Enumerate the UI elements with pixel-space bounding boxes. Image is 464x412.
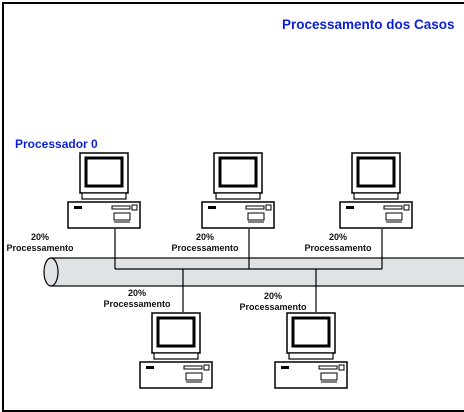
processing-label: 20% Processamento xyxy=(283,232,393,254)
processing-percent: 20% xyxy=(195,232,214,242)
network-bus xyxy=(43,229,464,312)
processing-text: Processamento xyxy=(304,243,372,253)
processing-text: Processamento xyxy=(239,302,307,312)
computer-icon xyxy=(338,152,414,232)
bus-wires xyxy=(114,229,383,312)
processing-label: 20% Processamento xyxy=(218,291,328,313)
processing-text: Processamento xyxy=(171,243,239,253)
bus-pipe-end xyxy=(43,257,59,287)
processing-text: Processamento xyxy=(6,243,74,253)
processor-0-label: Processador 0 xyxy=(15,137,98,151)
diagram-title: Processamento dos Casos xyxy=(282,17,455,32)
processing-percent: 20% xyxy=(328,232,347,242)
bus-pipe xyxy=(50,257,464,287)
computer-icon xyxy=(200,152,276,232)
processing-percent: 20% xyxy=(263,291,282,301)
computer-icon xyxy=(273,312,349,392)
processing-percent: 20% xyxy=(127,288,146,298)
computer-icon xyxy=(66,152,142,232)
processing-label: 20% Processamento xyxy=(0,232,95,254)
computer-icon xyxy=(138,312,214,392)
processing-text: Processamento xyxy=(103,299,171,309)
processing-label: 20% Processamento xyxy=(150,232,260,254)
processing-percent: 20% xyxy=(30,232,49,242)
processing-label: 20% Processamento xyxy=(82,288,192,310)
